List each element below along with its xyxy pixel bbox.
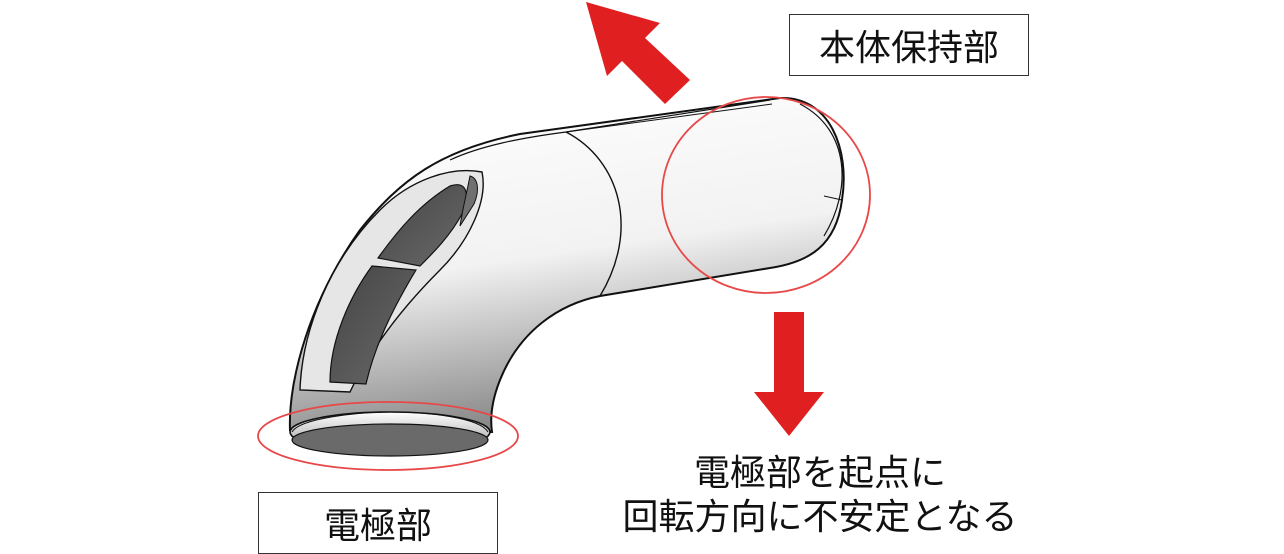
body-holder-highlight-circle — [661, 96, 871, 294]
electrode-base — [289, 411, 491, 457]
electrode-highlight-circle — [257, 401, 519, 471]
side-window — [299, 169, 484, 393]
up-left-arrow — [586, 2, 690, 104]
caption-line-2: 回転方向に不安定となる — [622, 497, 1018, 538]
down-arrow — [754, 312, 824, 436]
body-holder-label-text: 本体保持部 — [818, 28, 999, 69]
caption-line-1: 電極部を起点に — [693, 453, 946, 494]
body-holder-label: 本体保持部 — [789, 14, 1029, 76]
electrode-label: 電極部 — [258, 492, 498, 554]
instability-caption: 電極部を起点に 回転方向に不安定となる — [600, 452, 1040, 540]
electrode-label-text: 電極部 — [323, 506, 432, 547]
